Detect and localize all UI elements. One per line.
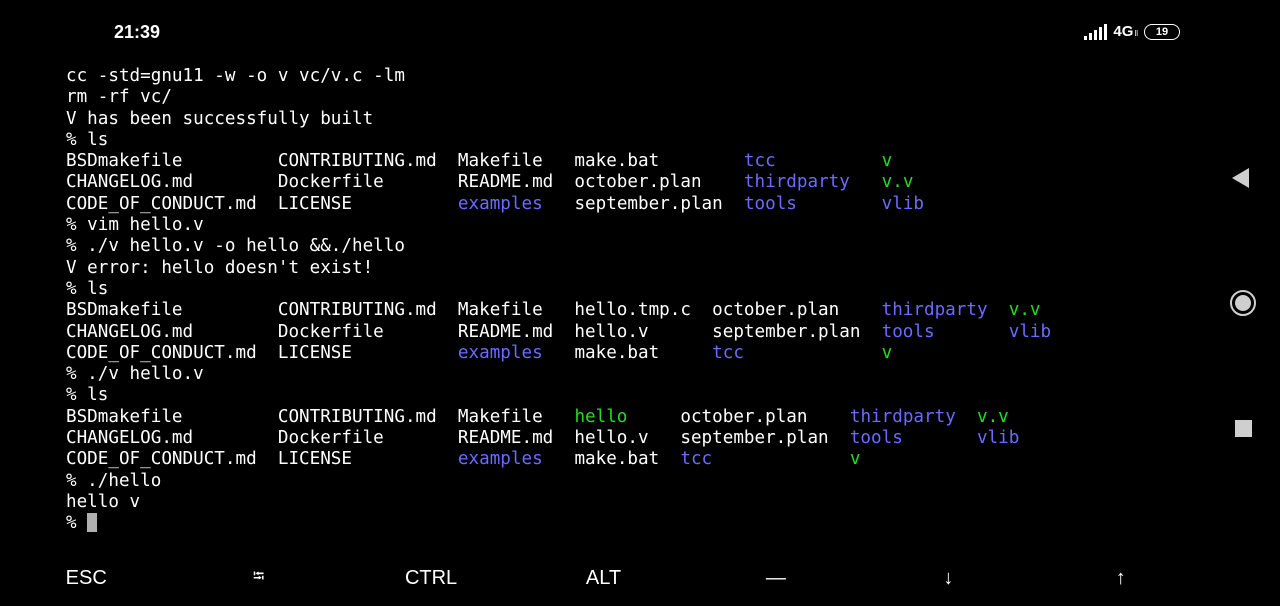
- network-type: 4Gll: [1113, 23, 1138, 40]
- directory-entry: thirdparty: [743, 172, 850, 193]
- terminal-text: CODE_OF_CONDUCT.md LICENSE: [66, 193, 458, 214]
- recents-square-icon[interactable]: [1235, 420, 1252, 437]
- terminal-cursor: [87, 513, 98, 533]
- home-circle-icon[interactable]: [1230, 290, 1256, 316]
- terminal-text: BSDmakefile CONTRIBUTING.md Makefile: [66, 406, 575, 427]
- terminal-text: [850, 172, 882, 192]
- directory-entry: examples: [457, 193, 543, 214]
- terminal-text: BSDmakefile CONTRIBUTING.md Makefile hel…: [66, 300, 882, 321]
- ctrl-key[interactable]: CTRL: [404, 566, 458, 589]
- directory-entry: tools: [849, 428, 903, 449]
- directory-entry: vlib: [1008, 321, 1052, 342]
- directory-entry: thirdparty: [881, 300, 988, 321]
- terminal-text: [903, 428, 977, 448]
- terminal-text: make.bat: [542, 449, 681, 470]
- terminal-line: hello v: [66, 492, 1051, 513]
- prompt-line[interactable]: %: [66, 513, 1051, 534]
- terminal-text: V error: hello doesn't exist!: [66, 257, 374, 278]
- executable-entry: v.v: [976, 406, 1009, 427]
- terminal-text: CODE_OF_CONDUCT.md LICENSE: [66, 449, 458, 470]
- terminal-line: V has been successfully built: [66, 109, 1051, 130]
- terminal-text: BSDmakefile CONTRIBUTING.md Makefile mak…: [66, 151, 744, 172]
- alt-key[interactable]: ALT: [585, 566, 622, 589]
- terminal-line: % ./hello: [66, 471, 1051, 492]
- executable-entry: v: [881, 151, 893, 172]
- directory-entry: tcc: [712, 342, 744, 363]
- directory-entry: tcc: [680, 449, 713, 470]
- terminal-line: CODE_OF_CONDUCT.md LICENSE examples make…: [66, 449, 1051, 470]
- terminal-line: % ./v hello.v -o hello &&./hello: [66, 236, 1051, 257]
- directory-entry: tcc: [743, 151, 776, 172]
- terminal-text: CHANGELOG.md Dockerfile README.md hello.…: [66, 321, 882, 342]
- terminal-text: % ./v hello.v -o hello &&./hello: [66, 236, 405, 257]
- terminal-text: [744, 343, 882, 363]
- arrow-up-key[interactable]: ↑: [1115, 566, 1126, 589]
- terminal-text: [935, 322, 1009, 342]
- terminal-line: % ls: [66, 279, 1051, 300]
- terminal-text: rm -rf vc/: [66, 87, 172, 108]
- executable-entry: v.v: [1008, 300, 1041, 321]
- terminal-text: hello v: [66, 491, 141, 512]
- directory-entry: thirdparty: [849, 406, 956, 427]
- terminal-text: CHANGELOG.md Dockerfile README.md hello.…: [66, 428, 850, 449]
- terminal-text: CODE_OF_CONDUCT.md LICENSE: [66, 342, 458, 363]
- terminal-text: CHANGELOG.md Dockerfile README.md octobe…: [66, 172, 744, 193]
- extra-keys-bar: ESC ⭾ CTRL ALT — ↓ ↑: [0, 556, 1207, 600]
- directory-entry: tools: [743, 193, 797, 214]
- directory-entry: examples: [457, 342, 543, 363]
- esc-key[interactable]: ESC: [65, 566, 107, 589]
- terminal-line: % ls: [66, 130, 1051, 151]
- terminal-line: CHANGELOG.md Dockerfile README.md hello.…: [66, 322, 1051, 343]
- terminal-line: % vim hello.v: [66, 215, 1051, 236]
- terminal-text: [956, 407, 977, 427]
- directory-entry: tools: [881, 321, 935, 342]
- terminal-line: CHANGELOG.md Dockerfile README.md octobe…: [66, 172, 1051, 193]
- terminal-line: BSDmakefile CONTRIBUTING.md Makefile hel…: [66, 300, 1051, 321]
- terminal-text: % ls: [66, 385, 109, 406]
- status-time: 21:39: [114, 22, 161, 42]
- terminal-text: [712, 449, 850, 469]
- terminal-line: BSDmakefile CONTRIBUTING.md Makefile mak…: [66, 151, 1051, 172]
- prompt: %: [66, 513, 88, 534]
- executable-entry: v.v: [881, 172, 914, 193]
- tab-key[interactable]: ⭾: [252, 567, 265, 585]
- terminal-line: CODE_OF_CONDUCT.md LICENSE examples sept…: [66, 194, 1051, 215]
- terminal-line: % ls: [66, 385, 1051, 406]
- directory-entry: vlib: [881, 193, 925, 214]
- arrow-down-key[interactable]: ↓: [943, 566, 954, 589]
- directory-entry: examples: [457, 449, 543, 470]
- terminal-text: % ls: [66, 278, 109, 299]
- terminal-line: CHANGELOG.md Dockerfile README.md hello.…: [66, 428, 1051, 449]
- terminal-text: september.plan: [542, 193, 744, 214]
- battery-icon: 19: [1144, 23, 1180, 40]
- terminal-line: V error: hello doesn't exist!: [66, 258, 1051, 279]
- executable-entry: v: [881, 342, 893, 363]
- directory-entry: vlib: [976, 428, 1020, 449]
- terminal-text: [776, 151, 882, 171]
- terminal-text: october.plan: [627, 406, 850, 427]
- terminal-text: % vim hello.v: [66, 215, 204, 236]
- terminal-text: [988, 300, 1009, 320]
- back-triangle-icon[interactable]: [1232, 168, 1249, 188]
- terminal-line: cc -std=gnu11 -w -o v vc/v.c -lm: [66, 66, 1051, 87]
- terminal-text: V has been successfully built: [66, 108, 374, 129]
- dash-key[interactable]: —: [765, 566, 786, 589]
- executable-entry: v: [849, 449, 861, 470]
- terminal-line: CODE_OF_CONDUCT.md LICENSE examples make…: [66, 343, 1051, 364]
- executable-entry: hello: [574, 406, 628, 427]
- status-indicators: 4Gll 19: [1084, 23, 1180, 40]
- signal-strength-icon: [1084, 23, 1108, 40]
- terminal-text: % ./v hello.v: [66, 364, 204, 385]
- terminal-text: % ./hello: [66, 470, 162, 491]
- terminal-text: % ls: [66, 129, 109, 150]
- terminal-text: make.bat: [542, 342, 713, 363]
- terminal-line: % ./v hello.v: [66, 364, 1051, 385]
- terminal-line: rm -rf vc/: [66, 87, 1051, 108]
- terminal-line: BSDmakefile CONTRIBUTING.md Makefile hel…: [66, 407, 1051, 428]
- terminal-text: [797, 194, 882, 214]
- terminal-text: cc -std=gnu11 -w -o v vc/v.c -lm: [66, 66, 405, 86]
